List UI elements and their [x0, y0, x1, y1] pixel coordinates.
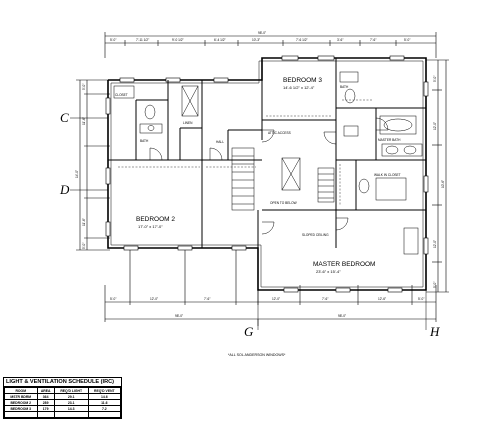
dim-bottom-7: 5'-0" [418, 297, 424, 301]
table-cell [53, 411, 89, 418]
dim-right-5: 5'-0" [433, 282, 437, 288]
dim-top-8: 7'-6" [370, 38, 376, 42]
dimension-ticks-top [104, 32, 437, 58]
table-row [4, 411, 122, 418]
dim-left-4: 11'-6" [82, 218, 86, 226]
master-bedroom-size: 23'-6" x 15'-4" [316, 269, 341, 274]
dimension-ticks-bottom [104, 246, 437, 326]
doors [149, 117, 389, 235]
note-attic: ATTIC ACCESS [268, 131, 291, 135]
grid-label-h: H [429, 324, 440, 339]
dim-top-5: 10'-3" [252, 38, 260, 42]
dim-bottom-6: 12'-6" [378, 297, 386, 301]
dim-bottom-5: 7'-6" [322, 297, 328, 301]
overall-dim-bottom-right: 98'-0" [338, 314, 346, 318]
schedule-table: ROOM AREA REQ'D LIGHT REQ'D VENT MSTR BD… [4, 387, 122, 418]
grid-label-g: G [244, 324, 254, 339]
dim-bottom-3: 7'-6" [204, 297, 210, 301]
light-ventilation-schedule: LIGHT & VENTILATION SCHEDULE (IRC) ROOM … [3, 377, 122, 419]
dim-left-texts: 5'-0" 11'-6" 14'-0" 11'-6" 5'-0" [75, 84, 86, 249]
note-bath: BATH [140, 139, 149, 143]
overall-dim-bottom-left: 98'-0" [175, 314, 183, 318]
interior-walls [108, 58, 426, 290]
dim-bottom-2: 12'-0" [150, 297, 158, 301]
grid-label-c: C [60, 110, 69, 125]
fixtures [113, 71, 423, 255]
dim-top-6: 7'-6 1/2" [296, 38, 308, 42]
dim-right-4: 12'-0" [433, 240, 437, 248]
dimension-ticks-right [426, 59, 449, 293]
dim-left-2: 11'-6" [82, 117, 86, 125]
dim-top-1: 5'-0" [110, 38, 116, 42]
stair [231, 147, 335, 211]
note-sloped: SLOPED CEILING [302, 233, 329, 237]
dim-top-9: 5'-0" [404, 38, 410, 42]
note-closet: CLOSET [115, 93, 128, 97]
table-cell [87, 411, 122, 418]
window-footnote: *ALL SOL ANDERSON WINDOWS* [228, 353, 286, 357]
shelf-lines [118, 99, 372, 206]
bedroom3-size: 14'-6 1/2" x 12'-4" [283, 85, 315, 90]
dim-left-1: 5'-0" [82, 84, 86, 90]
table-cell [4, 411, 38, 418]
schedule-title: LIGHT & VENTILATION SCHEDULE (IRC) [4, 378, 121, 387]
dim-left-3: 14'-0" [75, 170, 79, 178]
dim-bottom-4: 12'-0" [272, 297, 280, 301]
dim-right-2: 12'-0" [433, 122, 437, 130]
grid-lines [70, 117, 427, 330]
dimension-ticks-left [76, 79, 110, 251]
dim-top-3: 9'-0 1/2" [172, 38, 184, 42]
dim-top-7: 3'-6" [337, 38, 343, 42]
dim-right-3: 10'-6" [441, 180, 445, 188]
dim-right-1: 5'-0" [433, 76, 437, 82]
table-cell [36, 411, 55, 418]
bedroom3-name: BEDROOM 3 [283, 77, 322, 84]
bedroom2-name: BEDROOM 2 [136, 216, 175, 223]
grid-label-d: D [59, 182, 70, 197]
note-wic: WALK IN CLOSET [374, 173, 401, 177]
exterior-wall-inner-line [110, 60, 424, 288]
dim-top-2: 7'-11 1/2" [136, 38, 149, 42]
master-bedroom-name: MASTER BEDROOM [313, 261, 375, 268]
dim-left-5: 5'-0" [82, 243, 86, 249]
dim-bottom-1: 5'-0" [110, 297, 116, 301]
dim-right-texts: 5'-0" 12'-0" 10'-6" 12'-0" 5'-0" [433, 76, 445, 288]
overall-dim-top: 98'-0" [258, 31, 266, 35]
note-hall: HALL [216, 140, 224, 144]
bedroom2-size: 17'-0" x 17'-0" [138, 224, 163, 229]
note-bath-2: BATH [340, 85, 349, 89]
table-row: BEDROOM 3 179 14.3 7.2 [4, 405, 122, 412]
windows [105, 55, 429, 293]
note-linen: LINEN [183, 121, 193, 125]
note-master-bath: MASTER BATH [378, 138, 401, 142]
dim-top-4: 6'-4 1/2" [214, 38, 226, 42]
note-open-below: OPEN TO BELOW [270, 201, 297, 205]
